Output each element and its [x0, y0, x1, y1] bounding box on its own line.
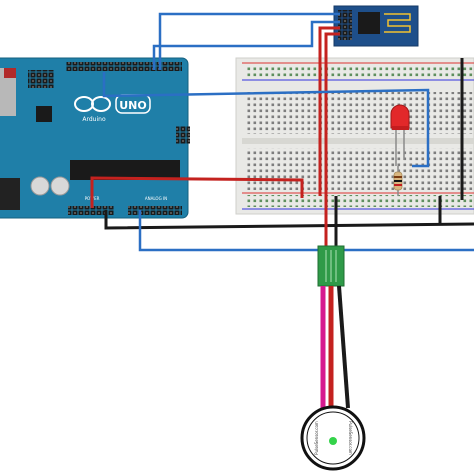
esp-chip	[358, 12, 380, 34]
sensor-green-led	[329, 437, 337, 445]
analog-header	[128, 206, 182, 215]
sensor-label-right: PulseSensor.com	[348, 421, 353, 455]
digital-header	[66, 62, 182, 71]
wire-5v	[90, 176, 304, 208]
logo-uno-text: UNO	[119, 99, 147, 112]
pulse-sensor: PulseSensor.com PulseSensor.com	[300, 245, 366, 471]
atmega-chip	[70, 160, 180, 180]
capacitor-2	[50, 176, 70, 196]
usb-chip	[36, 106, 52, 122]
sensor-inner-ring	[306, 411, 360, 465]
resistor-band-1	[394, 176, 402, 178]
sensor-cable-gnd	[337, 285, 350, 409]
reset-button	[4, 68, 16, 78]
capacitor-1	[30, 176, 50, 196]
breadboard	[235, 57, 474, 215]
esp-pin-header	[338, 10, 352, 40]
sensor-label-left: PulseSensor.com	[314, 421, 319, 455]
wire-esp-rx	[152, 20, 340, 70]
red-led	[390, 104, 410, 129]
logo-brand-text: Arduino	[82, 116, 106, 123]
power-header	[68, 206, 114, 215]
arduino-uno-board: UNO Arduino POWER ANALOG IN	[0, 57, 190, 219]
wire-gnd	[104, 210, 474, 230]
wires	[90, 12, 474, 252]
usb-port	[0, 68, 16, 116]
resistor-band-3	[394, 184, 402, 186]
wire-esp-chpd	[324, 32, 340, 196]
wire-led-signal	[102, 72, 430, 168]
analog-header-label: ANALOG IN	[145, 196, 167, 201]
wire-esp-tx	[158, 12, 340, 70]
led-assembly	[390, 104, 410, 196]
icsp-header	[176, 126, 190, 144]
resistor-band-2	[394, 180, 402, 182]
power-jack	[0, 178, 20, 210]
lower-terminal-strip	[246, 148, 474, 190]
icsp-header-top	[28, 70, 54, 88]
led-base	[392, 126, 409, 130]
esp-antenna	[384, 13, 411, 33]
center-channel	[242, 138, 474, 144]
wire-a0	[138, 210, 474, 252]
top-power-rail	[246, 65, 474, 77]
esp8266-module	[333, 5, 419, 47]
wire-esp-vcc	[318, 26, 340, 196]
upper-terminal-strip	[246, 92, 474, 134]
